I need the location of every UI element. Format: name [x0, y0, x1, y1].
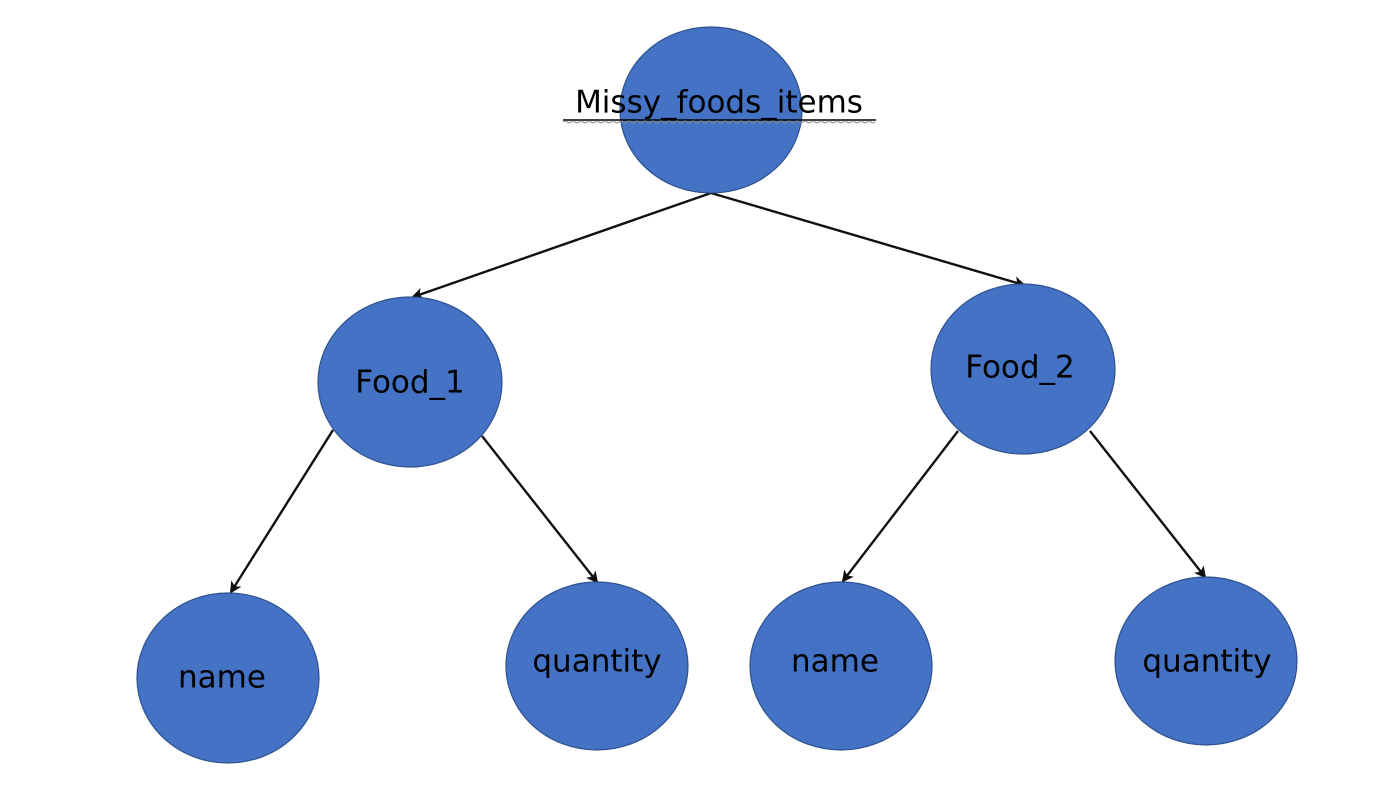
node-food-2-name-shape [749, 581, 933, 751]
node-food-1-quantity: quantity [505, 581, 689, 751]
node-food-1: Food_1 [317, 296, 503, 468]
edges [229, 191, 1207, 594]
node-food-1-quantity-label: quantity [532, 644, 661, 680]
edge-food-2-to-name [841, 430, 959, 583]
edge-food-1-to-quantity [481, 435, 599, 584]
node-root: Missy_foods_items [562, 26, 876, 194]
node-food-2-quantity-shape [1114, 576, 1298, 746]
node-food-1-label: Food_1 [355, 365, 465, 401]
node-food-2-quantity-label: quantity [1142, 644, 1271, 680]
node-food-2: Food_2 [930, 283, 1116, 455]
edge-food-2-to-quantity [1089, 430, 1207, 579]
node-food-1-name: name [136, 592, 320, 764]
node-food-2-label: Food_2 [965, 350, 1075, 386]
node-food-1-quantity-shape [505, 581, 689, 751]
node-food-2-name-label: name [791, 644, 879, 680]
node-food-2-name: name [749, 581, 933, 751]
node-root-spellcheck-squiggle [562, 120, 876, 124]
node-root-label: Missy_foods_items [575, 85, 863, 121]
node-food-2-shape [930, 283, 1116, 455]
edge-root-to-food-2 [710, 191, 1026, 288]
node-food-1-name-shape [136, 592, 320, 764]
node-root-shape [619, 26, 803, 194]
node-food-2-quantity: quantity [1114, 576, 1298, 746]
node-food-1-shape [317, 296, 503, 468]
edge-root-to-food-1 [411, 191, 712, 300]
node-food-1-name-label: name [178, 660, 266, 696]
edge-food-1-to-name [229, 429, 335, 594]
